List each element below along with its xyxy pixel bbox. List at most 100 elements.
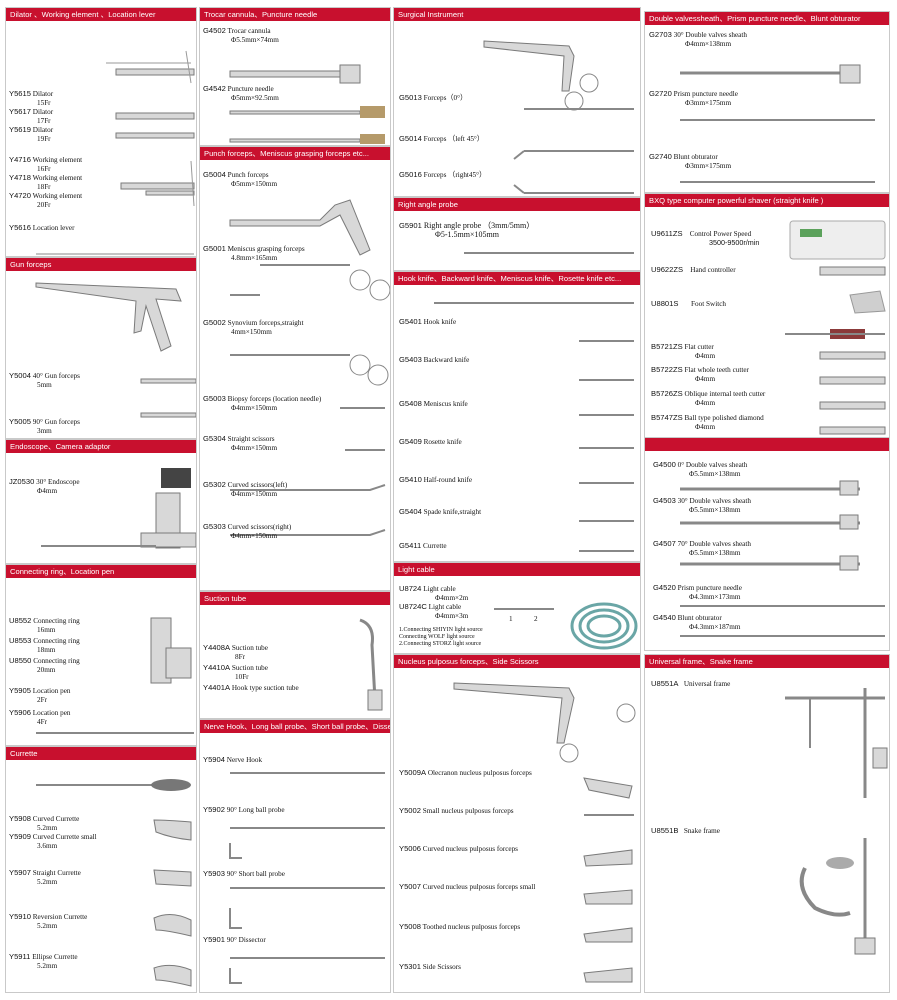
panel-title: Surgical Instrument [394,8,640,21]
panel-right-angle-probe: Right angle probe G5901 Right angle prob… [393,197,641,271]
item-G5003: G5003 Biopsy forceps (location needle)Φ4… [203,394,322,412]
double-valves-illustration [680,64,875,183]
punch-forceps-illustration [229,199,390,536]
item-U8801S: U8801S Foot Switch [651,299,726,308]
item-G5409: G5409 Rosette knife [399,437,462,446]
item-G5013: G5013 Forceps（0°） [399,93,468,102]
light-cable-illustration [494,602,638,650]
item-Y4401A: Y4401A Hook type suction tube [203,683,299,692]
panel-double-valves: Double valvessheath、Prism puncture needl… [644,11,890,193]
frame-illustration [785,688,888,955]
trocar-illustration [229,64,385,144]
item-Y5901: Y5901 90° Dissector [203,935,266,944]
panel-shaver: BXQ type computer powerful shaver (strai… [644,193,890,447]
panel-title: Dilator 、Working element 、Location lever [6,8,196,21]
panel-title: Nucleus pulposus forceps、Side Scissors [394,655,640,668]
item-Y5009A: Y5009A Olecranon nucleus pulposus forcep… [399,768,532,777]
item-Y5616: Y5616 Location lever [9,223,75,232]
item-Y5002: Y5002 Small nucleus pulposus forceps [399,806,514,815]
cable-label-1: 1 [509,615,513,623]
panel-title: Hook knife、Backward knife、Meniscus knife… [394,272,640,285]
right-angle-probe-illustration [464,252,634,254]
panel-nerve-hook: Nerve Hook、Long ball probe、Short ball pr… [199,719,391,993]
light-note-2: Connecting WOLF light source [399,634,475,640]
panel-title: Connecting ring、Location pen [6,565,196,578]
shaver-illustration [785,220,886,435]
item-U8551A: U8551A Universal frame [651,679,731,688]
panel-title: Nerve Hook、Long ball probe、Short ball pr… [200,720,390,733]
light-note-1: 1.Connecting SHIYIN light source [399,627,483,633]
suction-tube-illustration [359,618,383,711]
panel-title: Universal frame、Snake frame [645,655,889,668]
panel-title: Punch forceps、Meniscus grasping forceps … [200,147,390,160]
item-Y5006: Y5006 Curved nucleus pulposus forceps [399,844,518,853]
panel-title: Gun forceps [6,258,196,271]
panel-title: Currette [6,747,196,760]
panel-nucleus-forceps: Nucleus pulposus forceps、Side Scissors Y… [393,654,641,993]
currette-illustration [36,779,192,987]
panel-surgical-instrument: Surgical Instrument G5013 Forceps（0°） G5… [393,7,641,197]
hook-knife-illustration [434,302,634,552]
item-U9622ZS: U9622ZS Hand controller [651,265,736,274]
light-note-3: 2.Connecting STORZ light source [399,641,482,647]
item-G5401: G5401 Hook knife [399,317,457,326]
panel-title: Light cable [394,563,640,576]
item-G5302: G5302 Curved scissors(left)Φ4mm×150mm [203,480,288,498]
item-Y5301: Y5301 Side Scissors [399,962,461,971]
item-G5411: G5411 Currette [399,541,447,550]
panel-frame: Universal frame、Snake frame U8551A Unive… [644,654,890,993]
panel-title: Trocar cannula、Puncture needle [200,8,390,21]
item-Y5903: Y5903 90° Short ball probe [203,869,285,878]
panel-title [645,438,889,451]
panel-title: Endoscope、Camera adaptor [6,440,196,453]
item-G5016: G5016 Forceps （right45°） [399,170,487,179]
panel-hook-knife: Hook knife、Backward knife、Meniscus knife… [393,271,641,562]
panel-connecting-ring: Connecting ring、Location pen U8552 Conne… [5,564,197,746]
nucleus-forceps-illustration [453,682,636,983]
valves-sheath-illustration [680,480,885,637]
item-G5404: G5404 Spade knife,straight [399,507,482,516]
gun-forceps-illustration [35,282,196,418]
panel-punch-forceps: Punch forceps、Meniscus grasping forceps … [199,146,391,591]
item-G5303: G5303 Curved scissors(right)Φ4mm×150mm [203,522,292,540]
panel-title: Suction tube [200,592,390,605]
panel-title: Double valvessheath、Prism puncture needl… [645,12,889,25]
panel-endoscope: Endoscope、Camera adaptor JZ0530 30° Endo… [5,439,197,564]
item-Y5904: Y5904 Nerve Hook [203,755,263,764]
